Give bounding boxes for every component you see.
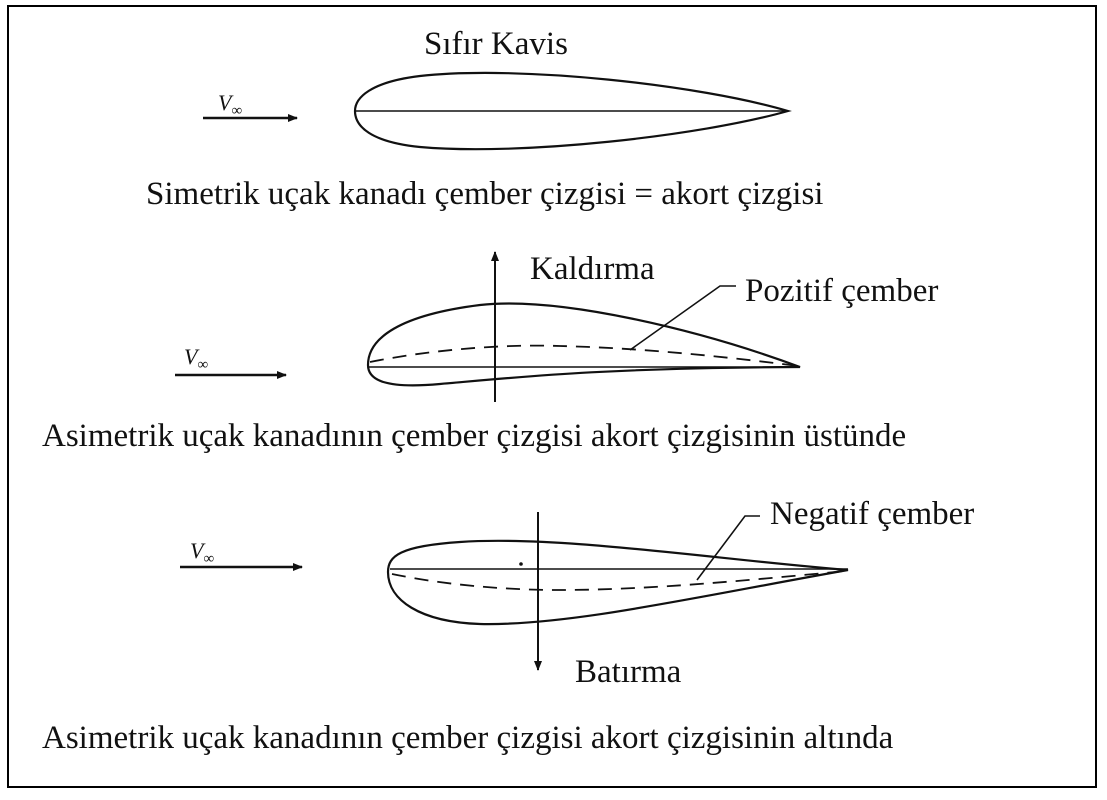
negative-caption: Asimetrik uçak kanadının çember çizgisi … bbox=[42, 720, 894, 756]
figure-border bbox=[7, 5, 1097, 788]
positive-caption: Asimetrik uçak kanadının çember çizgisi … bbox=[42, 418, 907, 454]
freestream-velocity-label-2: V∞ bbox=[184, 344, 209, 373]
freestream-velocity-label-3: V∞ bbox=[190, 538, 215, 567]
negative-camber-leader bbox=[696, 515, 760, 581]
negative-camber-label: Negatif çember bbox=[770, 496, 975, 532]
negative-camber-airfoil bbox=[180, 512, 849, 671]
symmetric-airfoil bbox=[203, 71, 792, 151]
lift-label: Kaldırma bbox=[530, 251, 655, 287]
down-force-label: Batırma bbox=[575, 654, 682, 690]
positive-airfoil-outline bbox=[366, 302, 801, 387]
airfoil-dot bbox=[519, 562, 523, 566]
positive-camber-label: Pozitif çember bbox=[745, 273, 939, 309]
freestream-velocity-label-1: V∞ bbox=[218, 90, 243, 119]
positive-camber-line bbox=[369, 344, 799, 367]
positive-camber-airfoil bbox=[175, 251, 801, 402]
positive-camber-leader bbox=[629, 285, 736, 351]
symmetric-caption: Simetrik uçak kanadı çember çizgisi = ak… bbox=[146, 176, 824, 212]
title-zero-camber: Sıfır Kavis bbox=[424, 26, 568, 62]
negative-airfoil-outline bbox=[386, 539, 849, 626]
negative-camber-line bbox=[391, 570, 847, 591]
